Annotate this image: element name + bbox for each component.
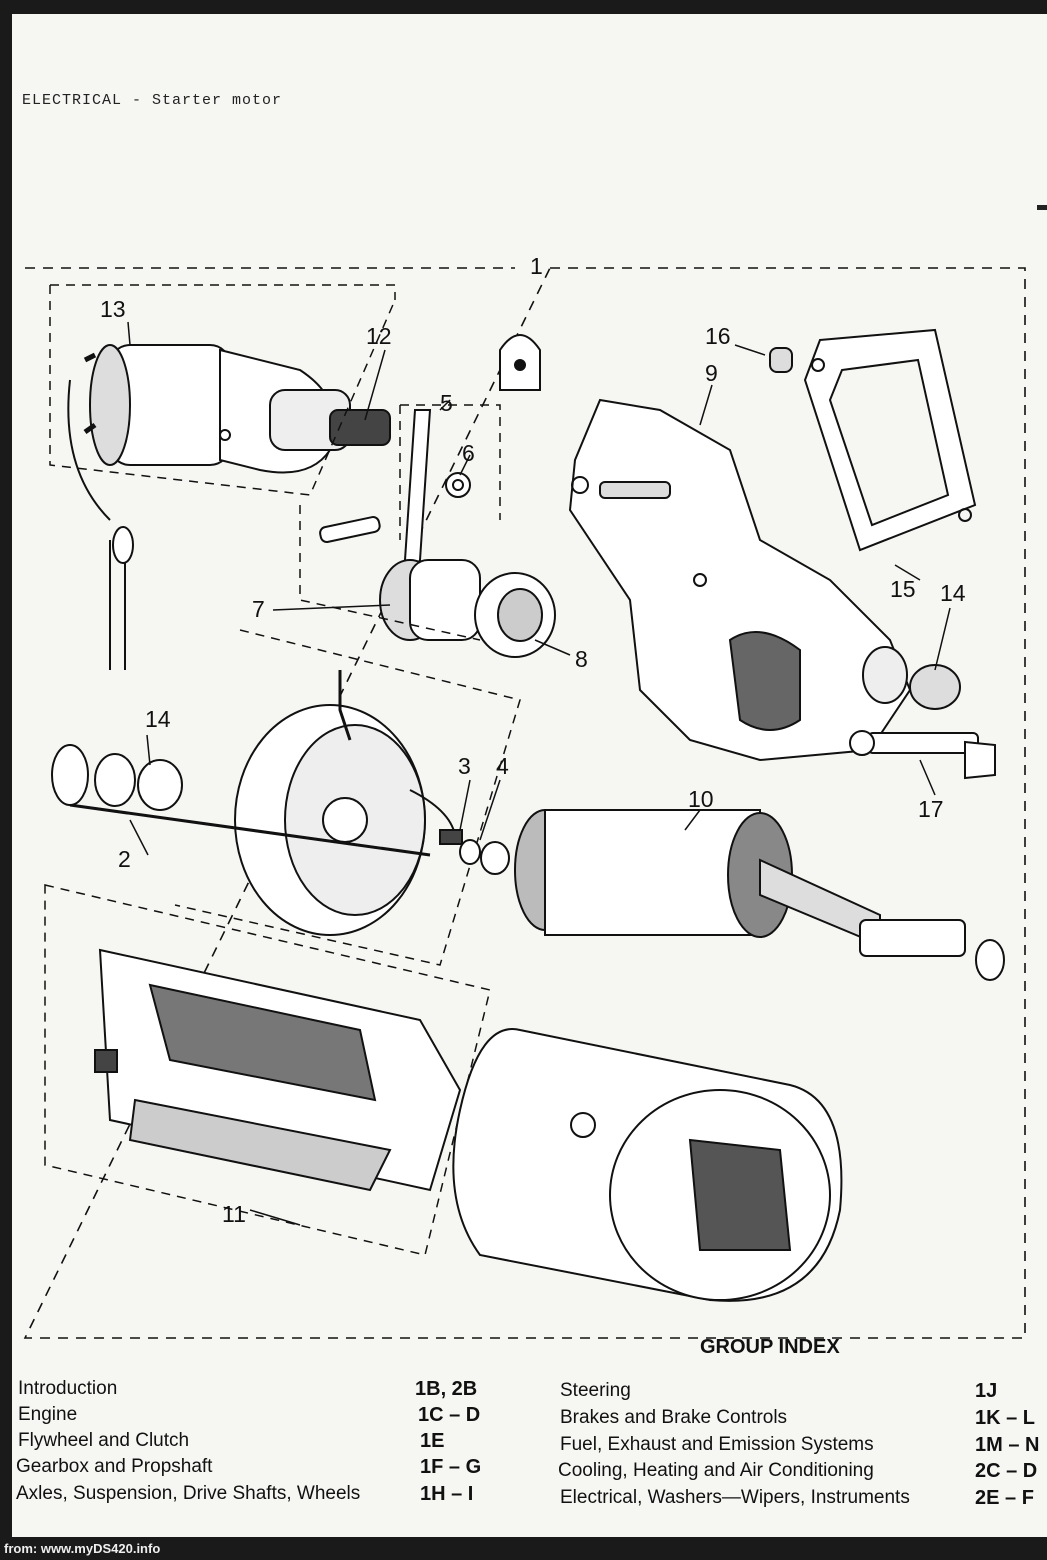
source-footer: from: www.myDS420.info <box>4 1541 161 1556</box>
group-index-item[interactable]: Flywheel and Clutch <box>18 1430 189 1452</box>
group-index-item[interactable]: Gearbox and Propshaft <box>16 1456 212 1478</box>
group-index-code: 1H – I <box>420 1483 474 1505</box>
callout-7: 7 <box>252 596 265 622</box>
callout-11: 11 <box>222 1201 246 1227</box>
group-index-name: Steering <box>560 1380 631 1401</box>
callout-17: 17 <box>918 796 944 822</box>
group-index-code: 1J <box>975 1380 998 1402</box>
group-index-item[interactable]: Axles, Suspension, Drive Shafts, Wheels <box>16 1483 360 1505</box>
callout-13: 13 <box>100 296 126 322</box>
group-index-code: 1K – L <box>975 1407 1036 1429</box>
group-index-title: GROUP INDEX <box>700 1336 840 1358</box>
page-header: ELECTRICAL - Starter motor <box>22 92 283 109</box>
callout-12: 12 <box>366 323 392 349</box>
group-index-name: Flywheel and Clutch <box>18 1430 190 1451</box>
callout-15: 15 <box>890 576 916 602</box>
group-index-name: Axles, Suspension, Drive Shafts, Wheels <box>16 1483 361 1504</box>
group-index-item[interactable]: Steering <box>560 1380 631 1402</box>
callout-14-right: 14 <box>940 580 966 606</box>
group-index-code: 2E – F <box>975 1487 1034 1509</box>
page-edge-mark <box>1037 205 1047 210</box>
group-index-code: 1C – D <box>418 1404 481 1426</box>
callout-1: 1 <box>530 253 543 279</box>
group-index-name: Fuel, Exhaust and Emission Systems <box>560 1434 874 1455</box>
group-index-item[interactable]: Brakes and Brake Controls <box>560 1407 787 1429</box>
group-index-code: 2C – D <box>975 1460 1038 1482</box>
group-index-code: 1M – N <box>975 1434 1040 1456</box>
group-index-name: Gearbox and Propshaft <box>16 1456 213 1477</box>
group-index-item[interactable]: Engine <box>18 1404 77 1426</box>
callout-4: 4 <box>496 753 509 779</box>
callout-6: 6 <box>462 440 475 466</box>
group-index-code: 1E <box>420 1430 445 1452</box>
callout-5: 5 <box>440 390 453 416</box>
callout-10: 10 <box>688 786 714 812</box>
callout-14-left: 14 <box>145 706 171 732</box>
group-index-name: Introduction <box>18 1378 118 1399</box>
solenoid-part <box>83 344 391 474</box>
callout-9: 9 <box>705 360 718 386</box>
callout-8: 8 <box>575 646 588 672</box>
group-index-name: Electrical, Washers—Wipers, Instruments <box>560 1487 910 1508</box>
group-index-item[interactable]: Cooling, Heating and Air Conditioning <box>558 1460 874 1482</box>
yoke-part <box>452 1028 843 1302</box>
group-index-item[interactable]: Introduction <box>18 1378 117 1400</box>
group-index-name: Brakes and Brake Controls <box>560 1407 788 1428</box>
armature-part <box>514 809 1005 981</box>
callout-16: 16 <box>705 323 731 349</box>
group-index-code: 1B, 2B <box>415 1378 478 1400</box>
group-index-name: Cooling, Heating and Air Conditioning <box>558 1460 874 1481</box>
callout-2: 2 <box>118 846 131 872</box>
group-index-item[interactable]: Electrical, Washers—Wipers, Instruments <box>560 1487 910 1509</box>
callout-3: 3 <box>458 753 471 779</box>
group-index-item[interactable]: Fuel, Exhaust and Emission Systems <box>560 1434 874 1456</box>
group-index-name: Engine <box>18 1404 78 1425</box>
group-index-code: 1F – G <box>420 1456 482 1478</box>
